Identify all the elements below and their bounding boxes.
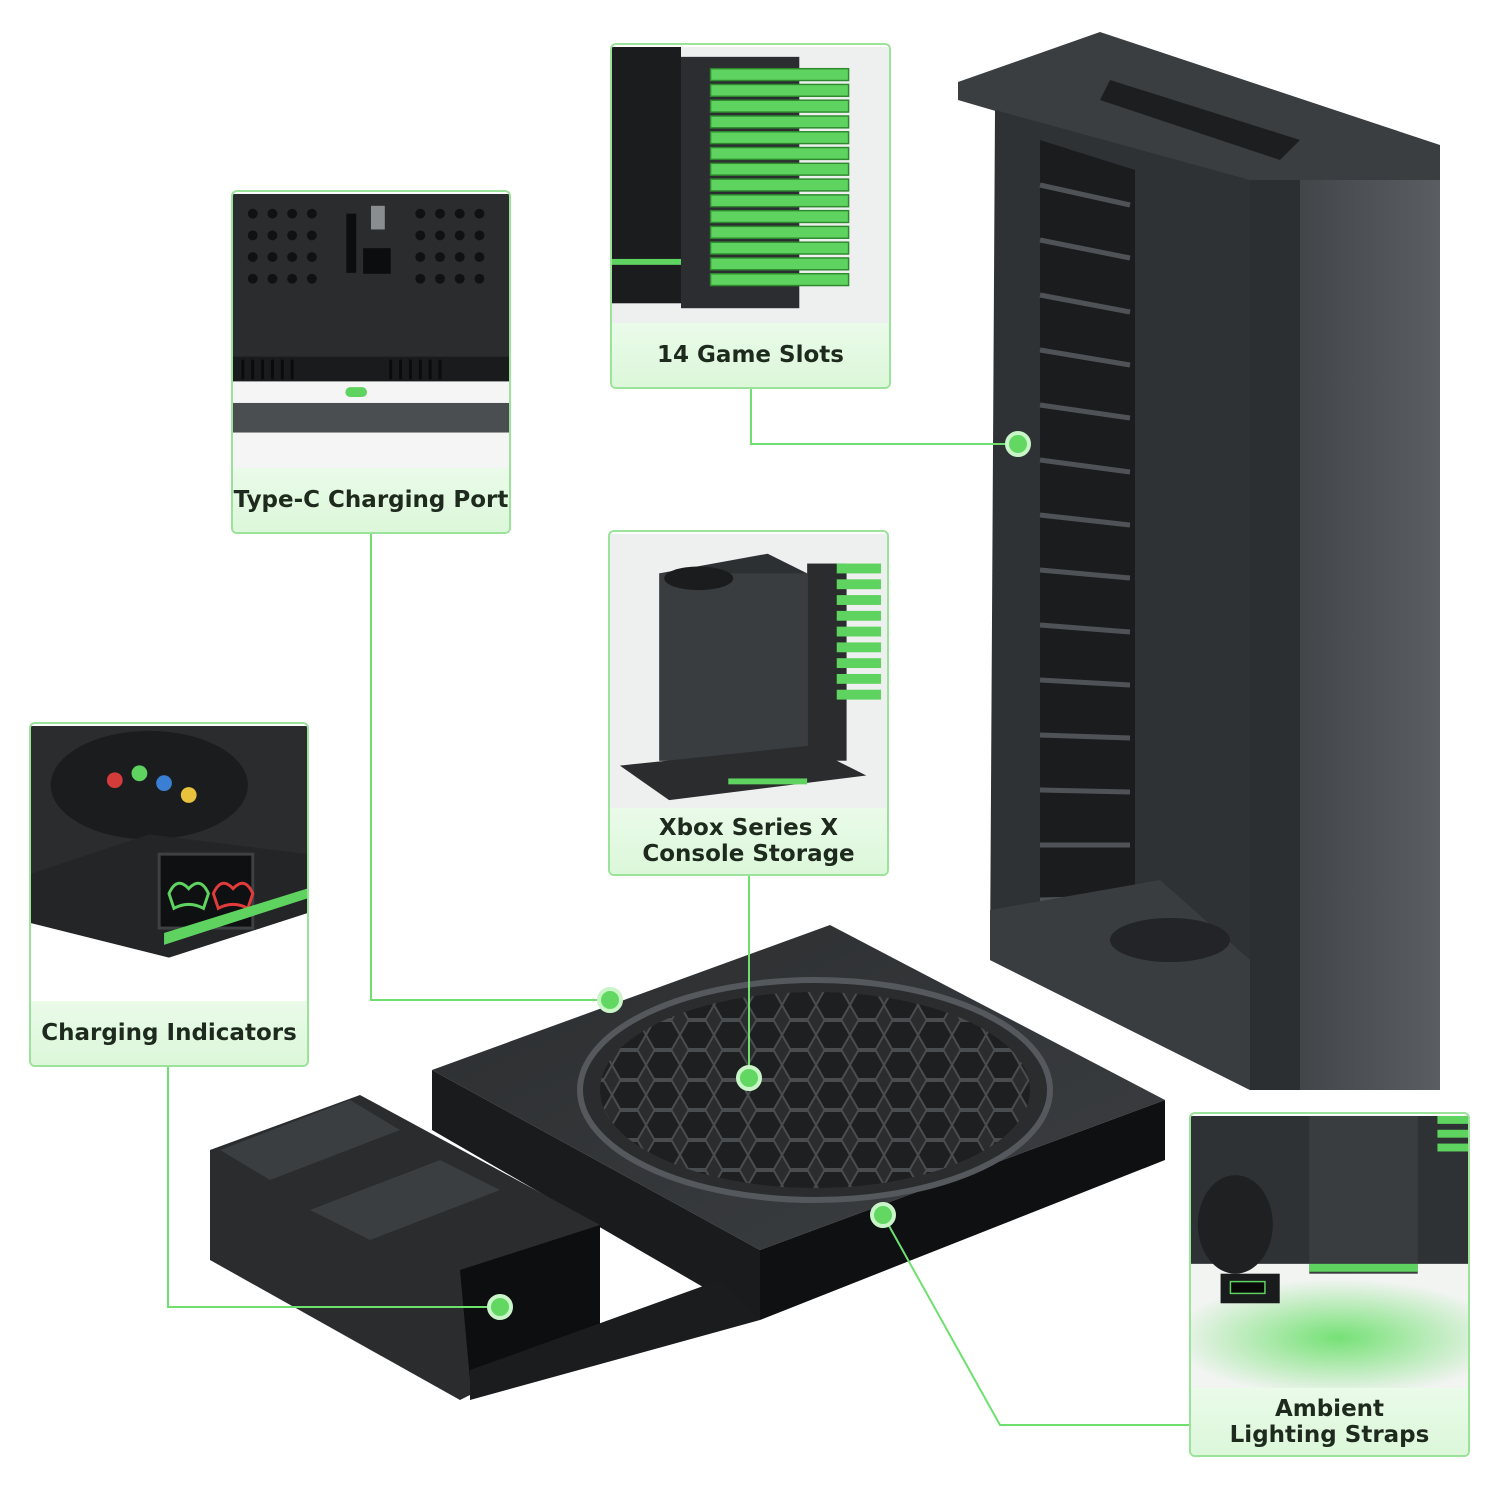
type-c-photo xyxy=(233,192,509,470)
ambient-line1: Ambient xyxy=(1274,1395,1385,1422)
storage-tower xyxy=(958,32,1440,1090)
charging-indicators-photo xyxy=(31,724,307,1004)
ambient-lighting-photo xyxy=(1191,1114,1468,1392)
callout-type-c-port: Type-C Charging Port xyxy=(231,190,511,534)
ambient-line2: Lighting Straps xyxy=(1229,1421,1430,1448)
console-storage-line1: Xbox Series X xyxy=(658,815,839,841)
callout-console-storage: Xbox Series X Console Storage xyxy=(608,530,889,876)
controller-icon xyxy=(167,881,255,911)
game-slots-label: 14 Game Slots xyxy=(657,342,844,368)
charging-indicators-label: Charging Indicators xyxy=(41,1020,297,1046)
console-storage-photo xyxy=(610,532,887,810)
console-storage-line2: Console Storage xyxy=(642,841,855,867)
callout-charging-indicators: Charging Indicators xyxy=(29,722,309,1067)
type-c-label: Type-C Charging Port xyxy=(233,487,509,513)
callout-connectors xyxy=(167,388,1190,1426)
callout-ambient-lighting: Ambient Lighting Straps xyxy=(1189,1112,1470,1457)
callout-dots xyxy=(487,431,1031,1320)
callout-game-slots: 14 Game Slots xyxy=(610,43,891,389)
base-dock xyxy=(210,925,1165,1400)
game-slots-photo xyxy=(612,45,889,325)
